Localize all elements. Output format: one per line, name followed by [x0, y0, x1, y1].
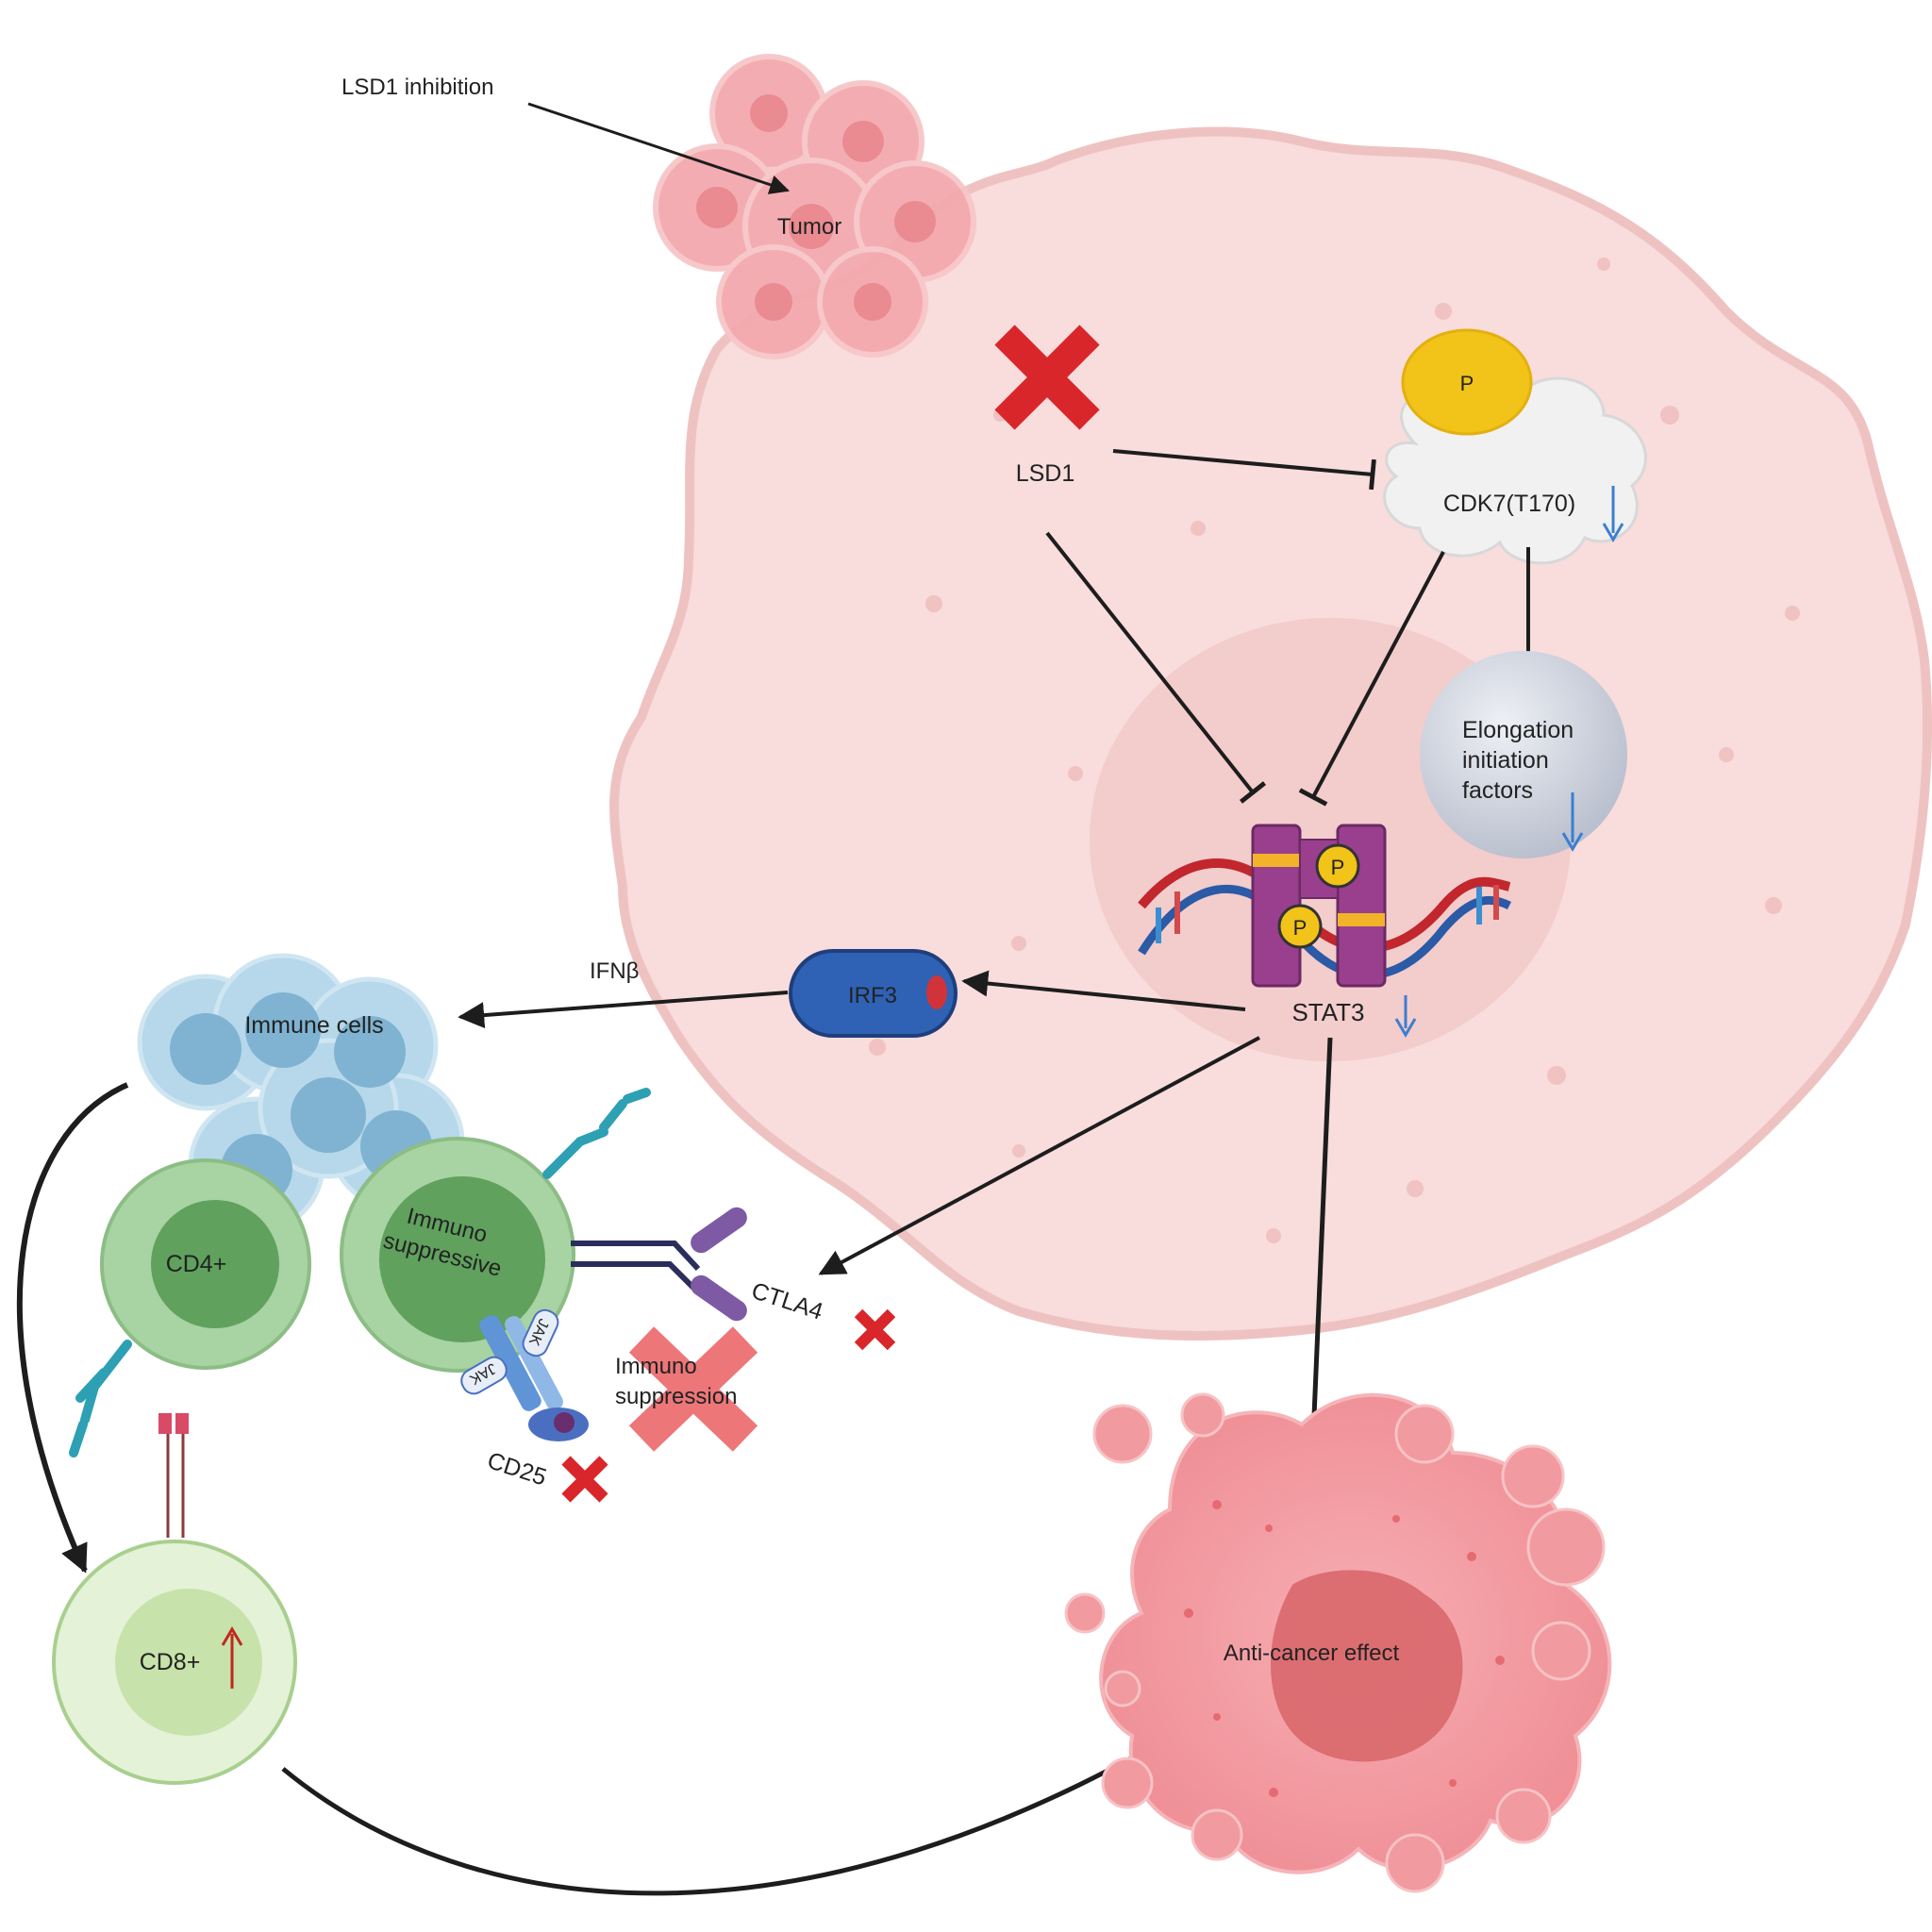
cd8-label: CD8+	[140, 1649, 201, 1675]
stat3-phosphate-label-1: P	[1331, 856, 1345, 879]
phosphate-icon: P	[1277, 904, 1323, 949]
irf3-label: IRF3	[848, 983, 897, 1008]
up-arrow-icon	[221, 1626, 243, 1689]
inhibit-cdk7-stat3	[1298, 551, 1445, 807]
arrow-immune-to-cd8	[16, 1082, 129, 1574]
elongation-label-3: factors	[1462, 777, 1533, 804]
cytoplasm-granules	[869, 258, 1800, 1243]
immunosuppressive-cell: Immuno suppressive	[340, 1137, 575, 1373]
immunosuppression-label-1: Immuno	[615, 1354, 697, 1379]
inhibit-lsd1-cdk7	[1112, 449, 1376, 491]
x-mark-icon	[561, 1456, 608, 1503]
stat3-label: STAT3	[1291, 998, 1364, 1026]
cd25-receptor	[479, 1315, 589, 1441]
arrow-irf3-immune	[458, 991, 789, 1029]
down-arrow-icon	[1561, 792, 1584, 852]
immune-cells: Immune cells	[137, 953, 465, 1234]
cd25-label: CD25	[484, 1447, 549, 1491]
irf3-protein: IRF3	[789, 949, 958, 1038]
ifnb-label: IFNβ	[590, 958, 639, 984]
anticancer-label: Anti-cancer effect	[1224, 1641, 1400, 1666]
down-arrow-icon	[1394, 995, 1417, 1038]
cdk7-label: CDK7(T170)	[1443, 491, 1575, 517]
cd4-receptor	[69, 1340, 132, 1457]
phosphate-icon: P	[1401, 328, 1533, 436]
lsd1-label: LSD1	[1016, 460, 1075, 487]
arrow-stat3-ctla4	[818, 1036, 1260, 1275]
elongation-label-2: initiation	[1462, 747, 1549, 774]
x-mark-icon	[994, 325, 1100, 430]
cdk7-phosphate-label: P	[1460, 372, 1474, 395]
immune-cells-label: Immune cells	[244, 1012, 383, 1039]
treg-receptor	[542, 1088, 651, 1179]
cd4-label: CD4+	[166, 1251, 227, 1277]
inhibit-lsd1-stat3	[1045, 531, 1267, 804]
stat3-dimer: P P	[1251, 824, 1387, 988]
apoptotic-blebs	[1064, 1392, 1606, 1893]
ctla4-receptor	[571, 1207, 747, 1322]
phosphate-icon: P	[1315, 843, 1360, 889]
cd4-cell: CD4+	[100, 1158, 311, 1370]
tumor-cluster: Tumor	[653, 54, 976, 359]
immunosuppression-label-2: suppression	[615, 1384, 737, 1409]
arrow-cd8-to-anticancer	[281, 1714, 1206, 1896]
cd8-cell: CD8+	[52, 1413, 297, 1785]
elongation-label-1: Elongation	[1462, 717, 1574, 743]
tumor-label: Tumor	[777, 214, 841, 240]
x-mark-icon	[854, 1308, 896, 1351]
anticancer-tumor-cell: Anti-cancer effect	[1064, 1392, 1612, 1893]
arrow-stat3-irf3	[961, 970, 1246, 1011]
stat3-phosphate-label-2: P	[1293, 916, 1307, 940]
elongation-factors: Elongation initiation factors	[1420, 651, 1627, 858]
ctla4-label: CTLA4	[748, 1277, 826, 1325]
lsd1-inhibition-label: LSD1 inhibition	[341, 75, 493, 100]
x-mark-icon	[628, 1326, 758, 1452]
arrow-inhibition-to-tumor	[527, 102, 790, 194]
down-arrow-icon	[1602, 486, 1624, 542]
